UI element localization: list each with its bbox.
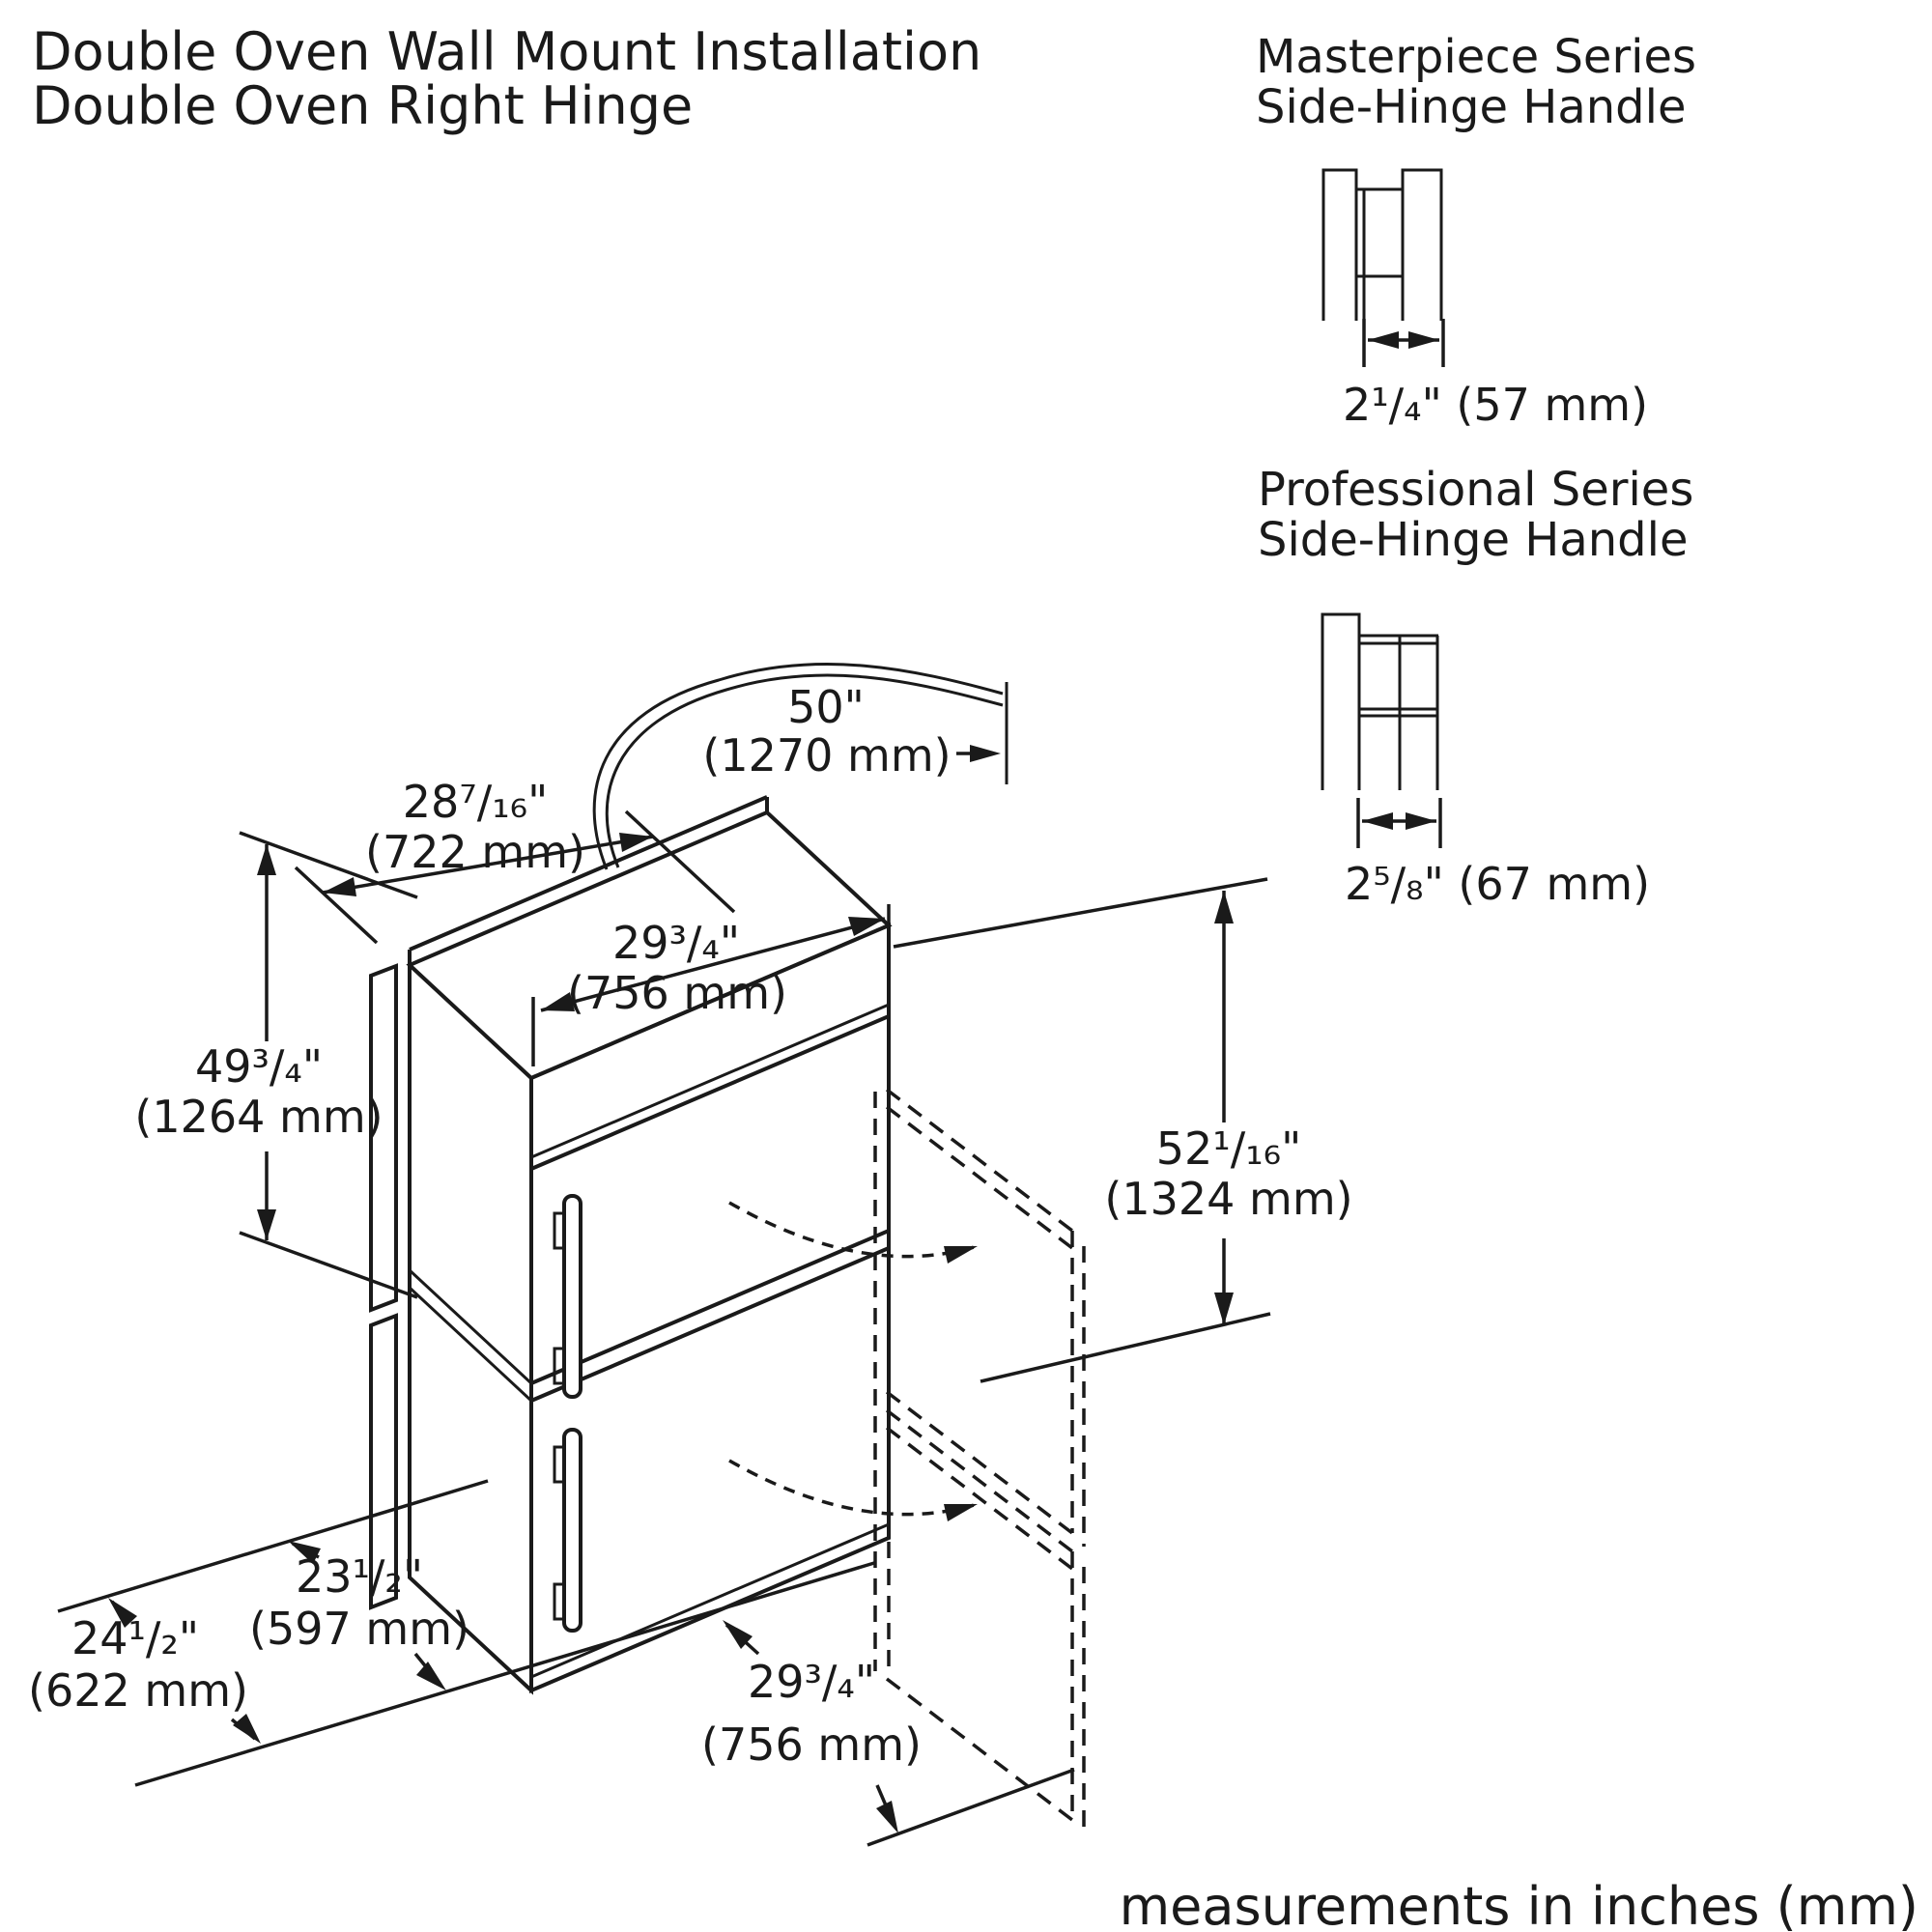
professional-handle-section: Professional Series Side-Hinge Handle 2⁵… xyxy=(1258,463,1693,910)
oven-front-face xyxy=(529,922,891,1694)
dim-depth-outer-inches: 24¹/₂" xyxy=(71,1612,199,1664)
masterpiece-dim-label: 2¹/₄" (57 mm) xyxy=(1343,379,1648,431)
dim-height-left-inches: 49³/₄" xyxy=(195,1040,323,1093)
page-title-line1: Double Oven Wall Mount Installation xyxy=(32,21,981,82)
professional-dimension: 2⁵/₈" (67 mm) xyxy=(1345,798,1650,910)
dim-width-top-inches: 29³/₄" xyxy=(612,917,740,969)
professional-dim-label: 2⁵/₈" (67 mm) xyxy=(1345,858,1650,910)
dim-depth-outer-mm: (622 mm) xyxy=(28,1664,248,1717)
dim-height-right: 52¹/₁₆" (1324 mm) xyxy=(893,877,1353,1383)
lower-door-handle xyxy=(553,1428,582,1633)
base-reference-lines xyxy=(57,1479,875,1787)
professional-handle-profile-icon xyxy=(1321,612,1439,790)
dim-width-bottom: 29³/₄" (756 mm) xyxy=(701,1620,1075,1847)
professional-title-line2: Side-Hinge Handle xyxy=(1258,513,1689,567)
professional-title-line1: Professional Series xyxy=(1258,463,1693,517)
open-door-dashed-outline xyxy=(873,1088,1086,1833)
dim-height-left-mm: (1264 mm) xyxy=(134,1091,383,1143)
oven-left-side-face xyxy=(408,960,533,1695)
dim-depth-top: 28⁷/₁₆" (722 mm) xyxy=(294,776,736,945)
upper-door-handle xyxy=(553,1194,582,1399)
page-title-line2: Double Oven Right Hinge xyxy=(32,75,693,136)
dim-height-left: 49³/₄" (1264 mm) xyxy=(134,831,418,1299)
conduit-cable xyxy=(592,663,1009,870)
masterpiece-dimension: 2¹/₄" (57 mm) xyxy=(1343,319,1648,431)
dim-depth-inner-inches: 23¹/₂" xyxy=(296,1550,423,1603)
dim-depth-top-mm: (722 mm) xyxy=(365,826,585,878)
dim-cable-mm: (1270 mm) xyxy=(702,729,951,781)
masterpiece-title-line1: Masterpiece Series xyxy=(1256,30,1696,84)
dim-cable-length: 50" (1270 mm) xyxy=(702,681,1001,781)
dim-height-right-mm: (1324 mm) xyxy=(1104,1173,1352,1225)
masterpiece-handle-section: Masterpiece Series Side-Hinge Handle 2¹/… xyxy=(1256,30,1696,431)
dim-width-bottom-mm: (756 mm) xyxy=(701,1719,922,1771)
dim-height-right-inches: 52¹/₁₆" xyxy=(1156,1122,1302,1175)
dim-width-top: 29³/₄" (756 mm) xyxy=(531,904,891,1066)
door-swing-arcs xyxy=(728,1201,979,1521)
wall-mount-strips xyxy=(369,963,398,1610)
footer-note: measurements in inches (mm) xyxy=(1120,1876,1918,1932)
dim-width-bottom-inches: 29³/₄" xyxy=(748,1656,875,1708)
dim-depth-top-inches: 28⁷/₁₆" xyxy=(403,776,549,828)
masterpiece-title-line2: Side-Hinge Handle xyxy=(1256,80,1687,134)
dim-depth-inner-mm: (597 mm) xyxy=(249,1603,469,1655)
masterpiece-handle-profile-icon xyxy=(1321,168,1443,321)
dim-depth-outer: 24¹/₂" (622 mm) xyxy=(28,1598,261,1744)
dim-width-top-mm: (756 mm) xyxy=(567,967,787,1019)
dim-depth-inner: 23¹/₂" (597 mm) xyxy=(249,1541,469,1690)
dim-cable-inches: 50" xyxy=(787,681,865,733)
page-title: Double Oven Wall Mount Installation Doub… xyxy=(32,21,981,136)
